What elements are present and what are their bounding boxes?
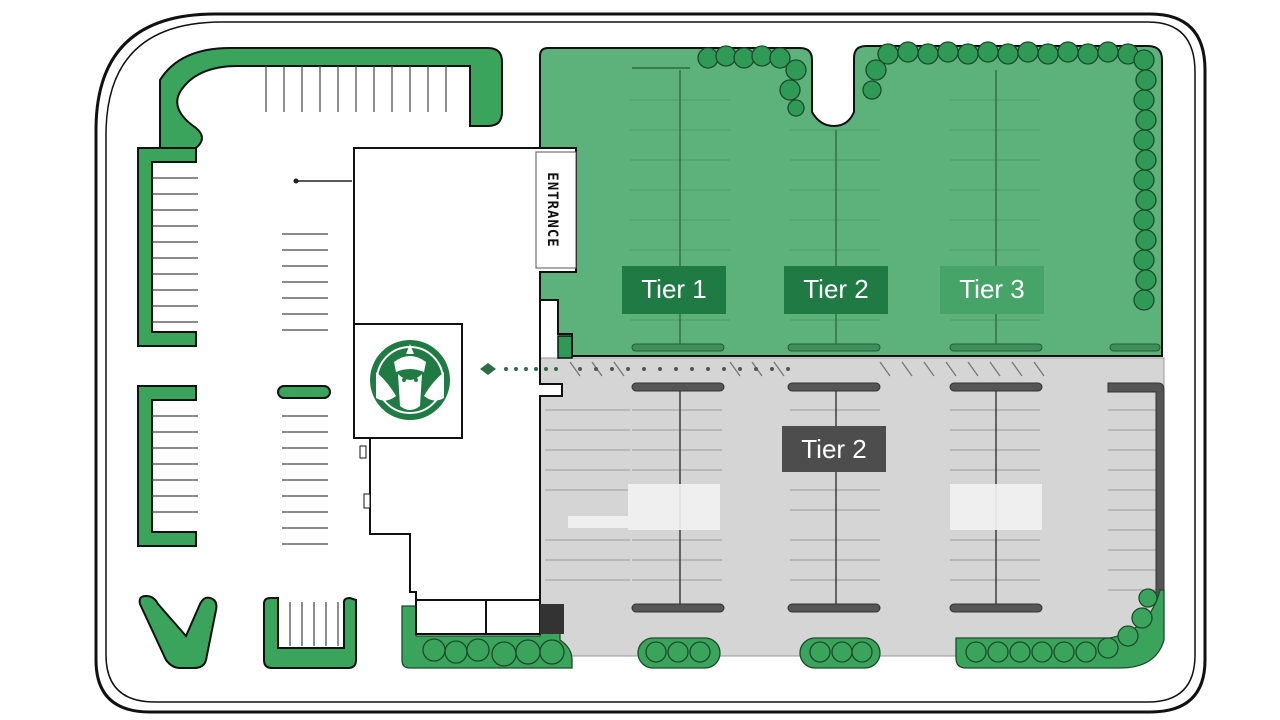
drive-lane-dot xyxy=(293,178,299,184)
left-parking-stripes xyxy=(152,66,447,646)
tier-label-1-box xyxy=(622,266,726,314)
entrance-sign-box xyxy=(535,151,577,269)
building-side-marker-2 xyxy=(363,493,371,509)
tier-label-gray-box xyxy=(782,426,886,472)
green-lot-connector xyxy=(557,335,573,359)
green-lot-hedges xyxy=(697,41,1157,311)
tier-label-gray-text: Tier 2 xyxy=(801,434,867,464)
tier-label-1-text: Tier 1 xyxy=(641,274,707,304)
tier-label-gray: Tier 2 xyxy=(782,426,886,472)
bottom-hedges xyxy=(401,588,1165,669)
left-landscape xyxy=(137,47,503,669)
entrance-sign-text: ENTRANCE xyxy=(544,172,560,247)
property-boundary-outer xyxy=(94,12,1207,714)
property-boundary-inner xyxy=(105,21,1196,703)
walkway-path xyxy=(480,363,558,375)
gray-lot-end-islands xyxy=(631,382,1165,613)
gray-lot-glare xyxy=(568,484,1042,530)
tier-label-1: Tier 1 xyxy=(622,266,726,314)
tier-label-2: Tier 2 xyxy=(784,266,888,314)
building-side-marker xyxy=(359,445,367,459)
green-lot-end-islands xyxy=(631,343,1161,352)
tier-label-2-text: Tier 2 xyxy=(803,274,869,304)
starbucks-logo xyxy=(370,340,450,420)
walkway-dots-lot xyxy=(578,367,790,371)
tier-label-2-box xyxy=(784,266,888,314)
building xyxy=(353,147,577,635)
tier-label-3-box xyxy=(940,266,1044,314)
tier-label-3: Tier 3 xyxy=(940,266,1044,314)
tier-label-3-text: Tier 3 xyxy=(959,274,1025,304)
building-door-marker xyxy=(540,604,564,634)
